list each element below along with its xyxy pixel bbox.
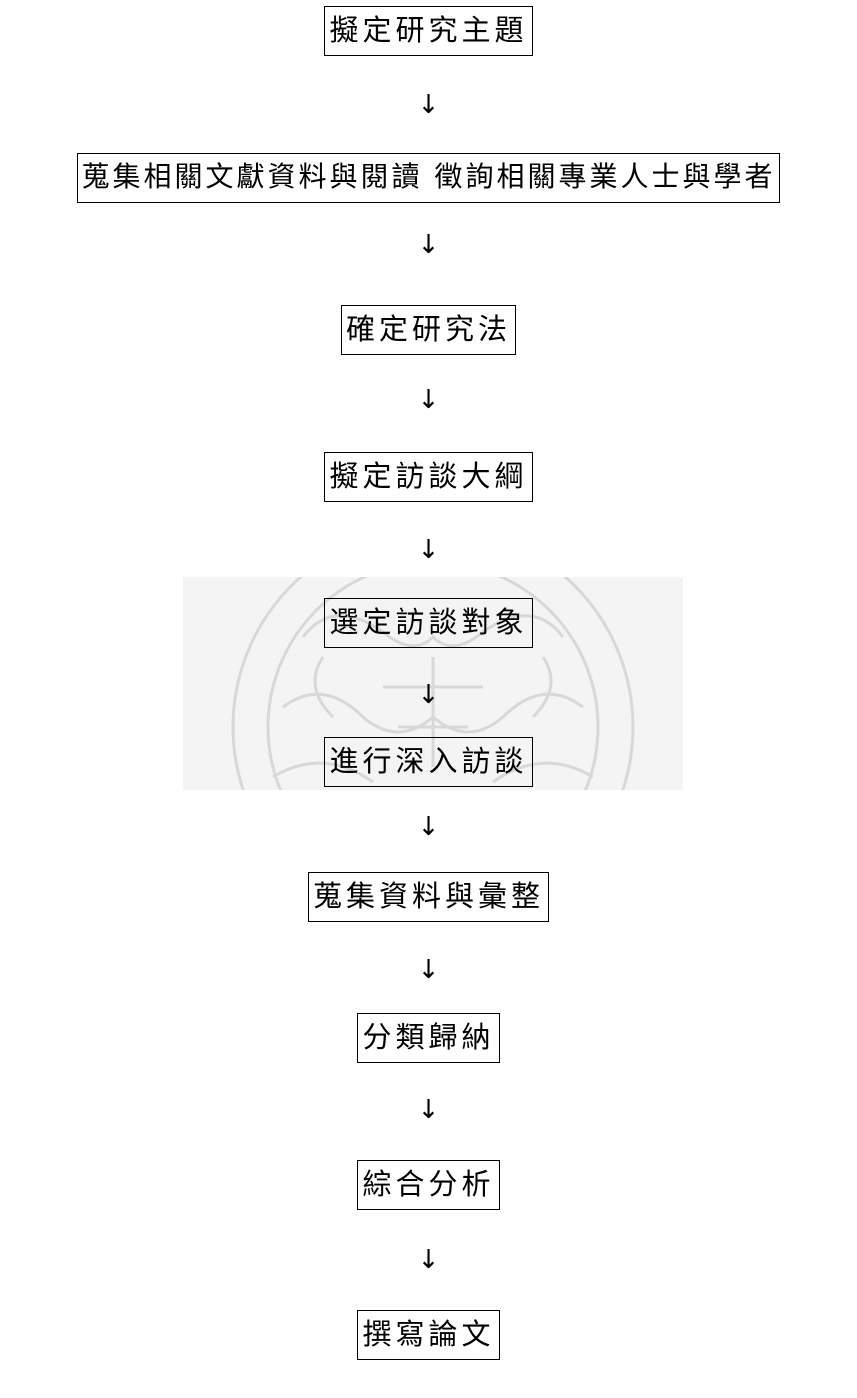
step-box: 蒐集資料與彙整 — [307, 872, 549, 922]
flow-step-5: 選定訪談對象 — [0, 598, 857, 648]
down-arrow-icon: ↓ — [417, 230, 440, 260]
flow-step-3: 確定研究法 — [0, 305, 857, 355]
flow-step-2: 蒐集相關文獻資料與閱讀 徵詢相關專業人士與學者 — [0, 153, 857, 203]
step-box: 確定研究法 — [340, 305, 516, 355]
down-arrow-icon: ↓ — [417, 1245, 440, 1275]
step-box: 擬定訪談大綱 — [324, 452, 533, 502]
flow-step-4: 擬定訪談大綱 — [0, 452, 857, 502]
step-box: 分類歸納 — [357, 1013, 500, 1063]
down-arrow-icon: ↓ — [417, 385, 440, 415]
step-box: 擬定研究主題 — [324, 6, 533, 56]
down-arrow-icon: ↓ — [417, 1095, 440, 1125]
down-arrow-icon: ↓ — [417, 90, 440, 120]
down-arrow-icon: ↓ — [417, 812, 440, 842]
seal-watermark — [183, 577, 683, 790]
flow-step-8: 分類歸納 — [0, 1013, 857, 1063]
step-box: 選定訪談對象 — [324, 598, 533, 648]
step-box: 綜合分析 — [357, 1160, 500, 1210]
down-arrow-icon: ↓ — [417, 680, 440, 710]
seal-watermark-graphic — [231, 577, 635, 790]
flow-step-10: 撰寫論文 — [0, 1310, 857, 1360]
flow-step-6: 進行深入訪談 — [0, 737, 857, 787]
step-box: 蒐集相關文獻資料與閱讀 徵詢相關專業人士與學者 — [76, 153, 781, 203]
step-box: 進行深入訪談 — [324, 737, 533, 787]
down-arrow-icon: ↓ — [417, 955, 440, 985]
flow-step-9: 綜合分析 — [0, 1160, 857, 1210]
down-arrow-icon: ↓ — [417, 535, 440, 565]
flow-step-1: 擬定研究主題 — [0, 6, 857, 56]
flow-step-7: 蒐集資料與彙整 — [0, 872, 857, 922]
step-box: 撰寫論文 — [357, 1310, 500, 1360]
